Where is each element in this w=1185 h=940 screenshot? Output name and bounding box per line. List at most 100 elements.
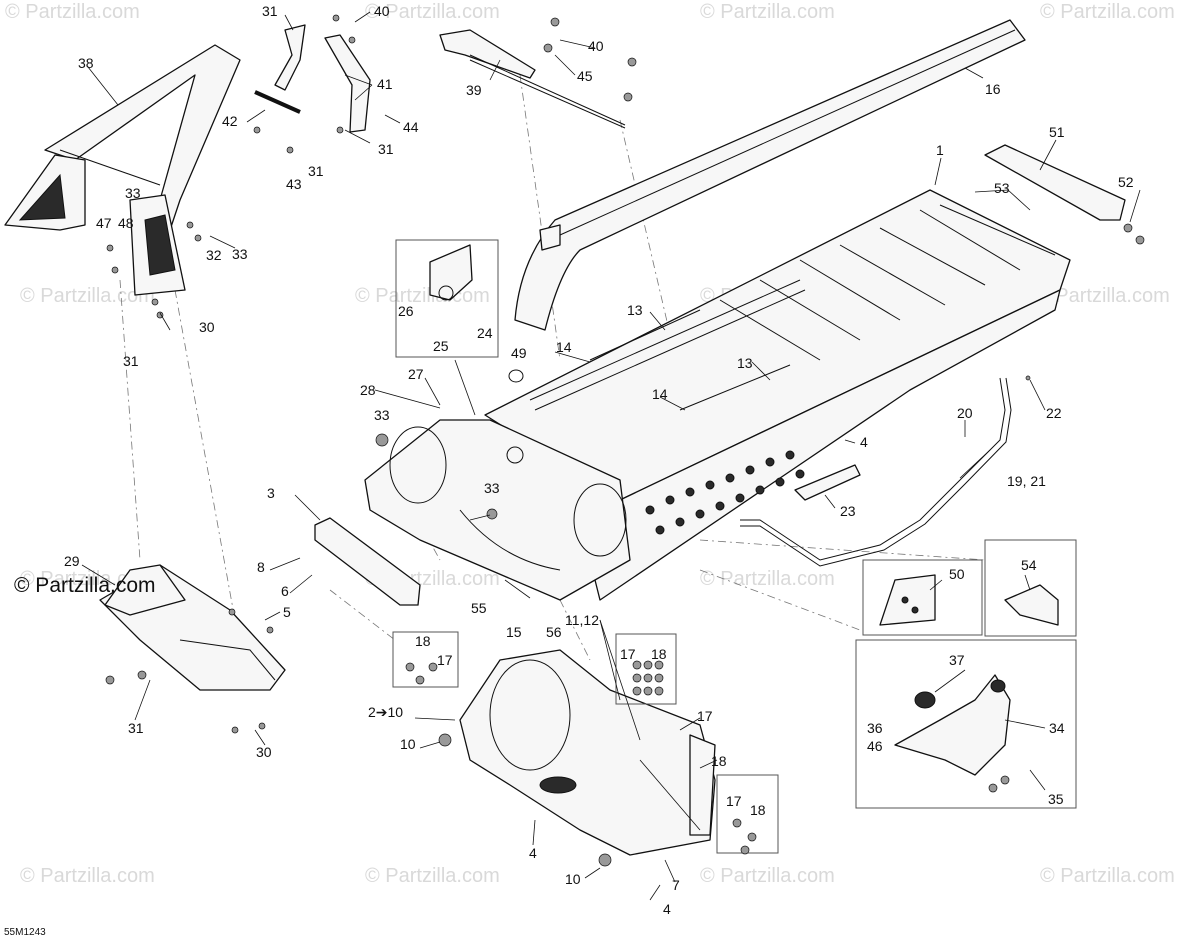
callout-49: 49: [511, 345, 527, 361]
callout-44: 44: [403, 119, 419, 135]
bracket-24-drawing: [429, 244, 473, 301]
callout-18: 18: [415, 633, 431, 649]
callout-28: 28: [360, 382, 376, 398]
callout-22: 22: [1046, 405, 1062, 421]
callout-14: 14: [652, 386, 668, 402]
callout-39: 39: [466, 82, 482, 98]
callout-11-12: 11,12: [565, 612, 599, 628]
callout-14: 14: [556, 339, 572, 355]
callout-51: 51: [1049, 124, 1065, 140]
callout-31: 31: [262, 3, 278, 19]
floor-plate-part: [99, 564, 286, 691]
callout-17: 17: [697, 708, 713, 724]
callout-33: 33: [125, 185, 141, 201]
callout-4: 4: [663, 901, 671, 917]
detail-box-17-18-right: [716, 774, 779, 854]
plate-part: [314, 517, 421, 606]
callout-33: 33: [232, 246, 248, 262]
footrest-part: [794, 464, 861, 501]
tube-part: [740, 377, 1012, 567]
tunnel-side-holes: [645, 450, 805, 535]
callout-32: 32: [206, 247, 222, 263]
callout-48: 48: [118, 215, 134, 231]
callout-17: 17: [620, 646, 636, 662]
callout-34: 34: [1049, 720, 1065, 736]
watermark: © Partzilla.com: [365, 1, 500, 23]
watermark: © Partzilla.com: [1040, 1, 1175, 23]
callout-31: 31: [128, 720, 144, 736]
callout-50: 50: [949, 566, 965, 582]
callout-35: 35: [1048, 791, 1064, 807]
watermark: © Partzilla.com: [700, 865, 835, 887]
watermark: © Partzilla.com: [355, 285, 490, 307]
callout-38: 38: [78, 55, 94, 71]
fastener-clusters: [105, 14, 1145, 867]
front-frame-part: [364, 419, 631, 601]
callout-23: 23: [840, 503, 856, 519]
callout-30: 30: [199, 319, 215, 335]
callout-41: 41: [377, 76, 393, 92]
callout-5: 5: [283, 604, 291, 620]
callout-54: 54: [1021, 557, 1037, 573]
callout-40: 40: [374, 3, 390, 19]
detail-box-34-37: [855, 639, 1077, 809]
callout-7: 7: [672, 877, 680, 893]
callout-53: 53: [994, 180, 1010, 196]
callout-17: 17: [726, 793, 742, 809]
callout-18: 18: [651, 646, 667, 662]
callout-31: 31: [123, 353, 139, 369]
callout-24: 24: [477, 325, 493, 341]
watermark: © Partzilla.com: [1035, 285, 1170, 307]
callout-45: 45: [577, 68, 593, 84]
callout-27: 27: [408, 366, 424, 382]
detail-box-54: [984, 539, 1077, 637]
callout-42: 42: [222, 113, 238, 129]
callout-3: 3: [267, 485, 275, 501]
callout-15: 15: [506, 624, 522, 640]
bracket-54-drawing: [1004, 584, 1059, 626]
callout-31: 31: [378, 141, 394, 157]
callout-55: 55: [471, 600, 487, 616]
watermark: © Partzilla.com: [700, 568, 835, 590]
callout-56: 56: [546, 624, 562, 640]
callout-13: 13: [737, 355, 753, 371]
callout-47: 47: [96, 215, 112, 231]
callout-16: 16: [985, 81, 1001, 97]
figure-code: 55M1243: [4, 927, 46, 938]
heel-guard-50-drawing: [879, 574, 936, 626]
callout-10: 10: [400, 736, 416, 752]
callout-33: 33: [484, 480, 500, 496]
callout-29: 29: [64, 553, 80, 569]
detail-box-50: [862, 559, 983, 636]
callout-4: 4: [529, 845, 537, 861]
callout-6: 6: [281, 583, 289, 599]
watermark: © Partzilla.com: [20, 865, 155, 887]
callout-labels: 1 2➔10 3 4 4 4 5 6 7 8 10 10 11,12 13 13…: [64, 3, 1134, 917]
callout-26: 26: [398, 303, 414, 319]
tunnel-cover-part: [514, 19, 1026, 331]
callout-19-21: 19, 21: [1007, 473, 1046, 489]
watermark: © Partzilla.com: [1040, 865, 1175, 887]
callout-37: 37: [949, 652, 965, 668]
copyright-label: © Partzilla.com: [14, 574, 156, 597]
callout-13: 13: [627, 302, 643, 318]
callout-52: 52: [1118, 174, 1134, 190]
watermark: © Partzilla.com: [5, 1, 140, 23]
rod-assembly-part: [439, 29, 626, 129]
callout-25: 25: [433, 338, 449, 354]
callout-33: 33: [374, 407, 390, 423]
callout-36: 36: [867, 720, 883, 736]
watermark: © Partzilla.com: [700, 1, 835, 23]
watermark: © Partzilla.com: [365, 865, 500, 887]
callout-43: 43: [286, 176, 302, 192]
callout-4: 4: [860, 434, 868, 450]
callout-17: 17: [437, 652, 453, 668]
callout-18: 18: [750, 802, 766, 818]
callout-18: 18: [711, 753, 727, 769]
leader-lines: [81, 11, 1141, 901]
steering-support-part: [4, 44, 241, 296]
callout-20: 20: [957, 405, 973, 421]
callout-31: 31: [308, 163, 324, 179]
rear-bumper-part: [984, 144, 1126, 221]
